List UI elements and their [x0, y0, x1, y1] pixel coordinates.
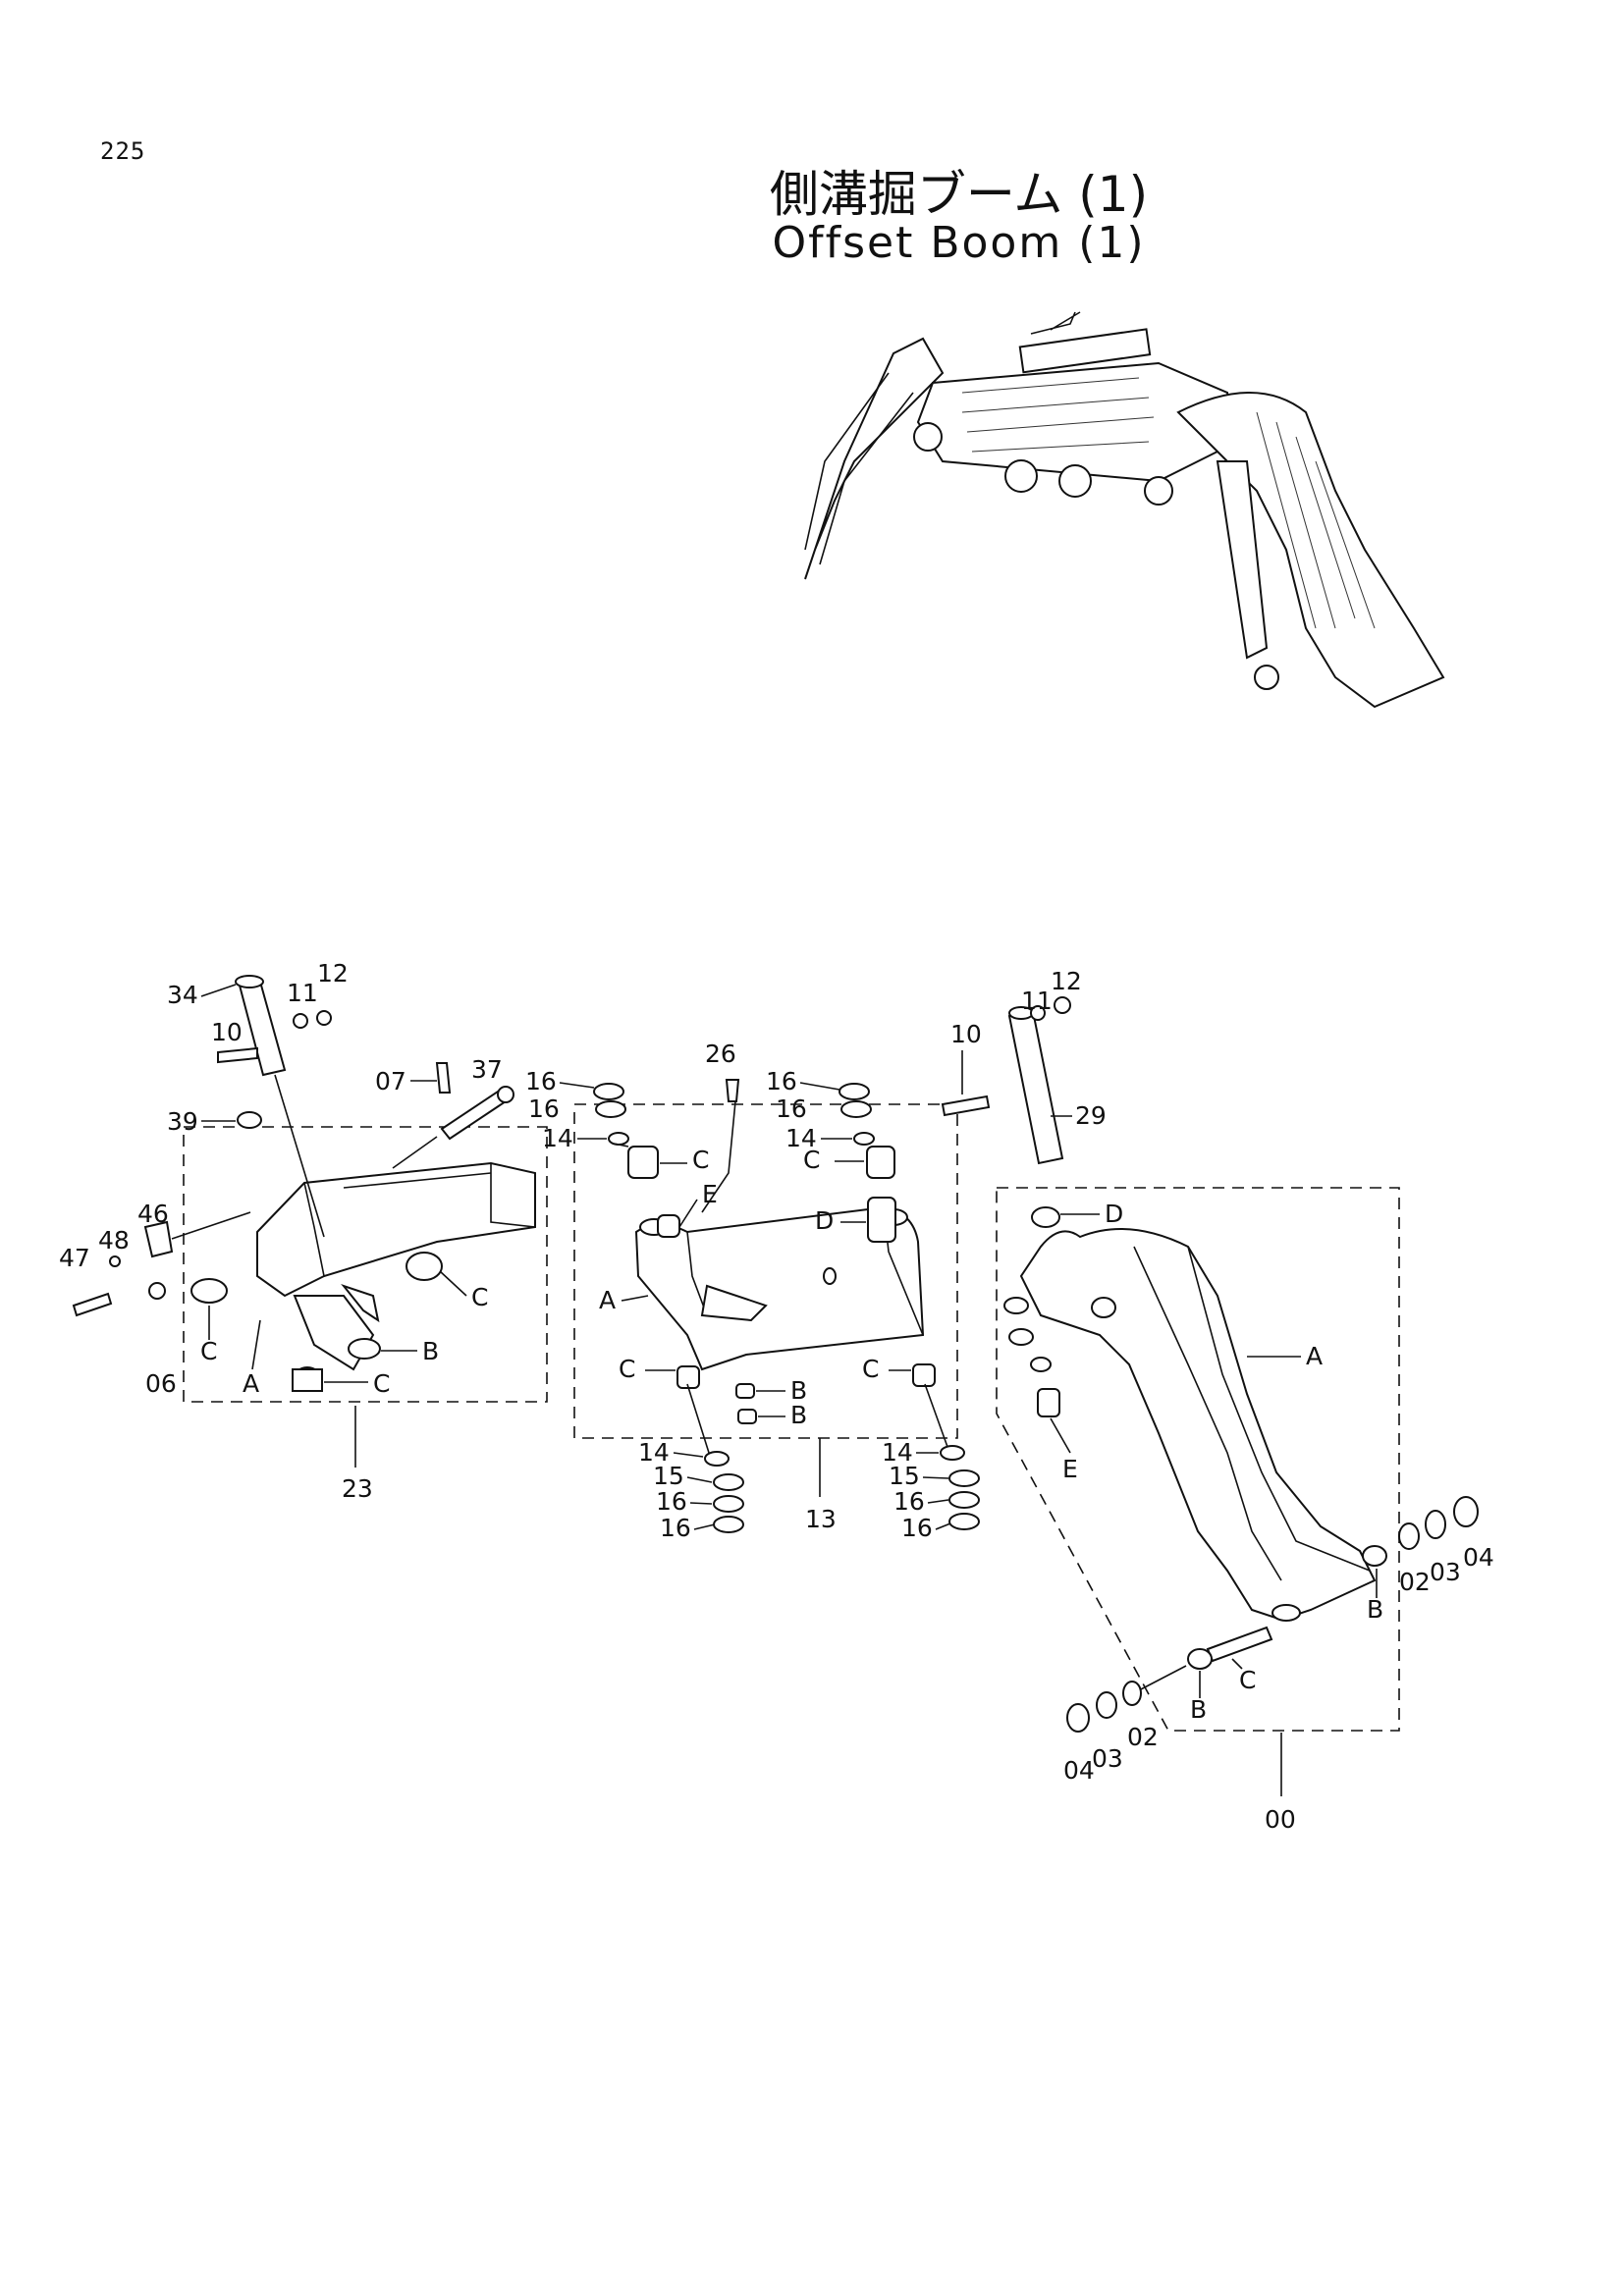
callout-39: 39 — [167, 1107, 198, 1136]
callout-06: 06 — [145, 1369, 177, 1398]
label-c-bottom: C — [373, 1369, 390, 1398]
callout-14-b: 14 — [785, 1124, 817, 1152]
label-b-lower: B — [1190, 1695, 1207, 1724]
label-d: D — [1105, 1200, 1123, 1228]
label-b-2: B — [790, 1401, 807, 1429]
callout-14-d: 14 — [882, 1438, 913, 1467]
label-c-top-right: C — [803, 1146, 820, 1174]
callouts-23: 34 11 12 10 37 07 39 46 48 47 06 C C C A… — [59, 959, 503, 1503]
page-number: 225 — [100, 137, 146, 165]
callout-34: 34 — [167, 981, 198, 1009]
callout-11: 11 — [1021, 987, 1053, 1015]
label-b: B — [422, 1337, 439, 1365]
callout-03-right: 03 — [1430, 1558, 1461, 1586]
callout-14-a: 14 — [542, 1124, 573, 1152]
callout-03-left: 03 — [1092, 1744, 1123, 1773]
callout-12: 12 — [1051, 967, 1082, 995]
label-e: E — [1062, 1455, 1078, 1483]
assembly-00 — [941, 996, 1479, 1733]
callout-16-c: 16 — [766, 1067, 797, 1095]
callout-14-c: 14 — [638, 1438, 670, 1467]
label-a: A — [599, 1286, 616, 1314]
group-23: 23 — [342, 1474, 373, 1503]
callout-26: 26 — [705, 1040, 736, 1068]
title-japanese: 側溝掘ブーム (1) — [769, 166, 1149, 223]
callout-29: 29 — [1075, 1101, 1107, 1130]
label-b-right: B — [1367, 1595, 1383, 1624]
label-c-bottom-right: C — [862, 1355, 879, 1383]
callout-16-e: 16 — [656, 1487, 687, 1516]
label-a: A — [1306, 1342, 1323, 1370]
callout-04-right: 04 — [1463, 1543, 1494, 1572]
callout-02-left: 02 — [1127, 1723, 1159, 1751]
callout-16-f: 16 — [660, 1514, 691, 1542]
callout-04-left: 04 — [1063, 1756, 1095, 1785]
callout-16-h: 16 — [901, 1514, 933, 1542]
callout-10: 10 — [211, 1018, 243, 1046]
label-c: C — [1239, 1666, 1256, 1694]
callout-07: 07 — [375, 1067, 406, 1095]
callout-02-right: 02 — [1399, 1568, 1431, 1596]
callout-16-a: 16 — [525, 1067, 557, 1095]
assembly-23 — [72, 975, 548, 1403]
label-e: E — [702, 1180, 718, 1208]
callout-16-b: 16 — [528, 1095, 560, 1123]
label-c-left: C — [200, 1337, 217, 1365]
label-a: A — [243, 1369, 259, 1398]
group-00: 00 — [1265, 1805, 1296, 1834]
callout-15-a: 15 — [653, 1462, 684, 1490]
callout-12: 12 — [317, 959, 349, 988]
callouts-00: 10 11 12 29 D A E B 02 03 04 B C 02 03 0… — [950, 967, 1494, 1834]
callout-16-d: 16 — [776, 1095, 807, 1123]
callout-47: 47 — [59, 1244, 90, 1272]
callout-37: 37 — [471, 1055, 503, 1084]
title-english: Offset Boom (1) — [772, 218, 1146, 268]
label-c-top-left: C — [692, 1146, 709, 1174]
callout-16-g: 16 — [893, 1487, 925, 1516]
label-b-1: B — [790, 1376, 807, 1405]
callout-11: 11 — [287, 979, 318, 1007]
assembly-13 — [573, 1079, 980, 1533]
group-13: 13 — [805, 1505, 837, 1533]
callout-10: 10 — [950, 1020, 982, 1048]
label-c-right: C — [471, 1283, 488, 1311]
label-c-bottom-left: C — [619, 1355, 635, 1383]
callouts-13: 26 16 16 14 16 16 14 C E C D A C B B C 1… — [525, 1040, 951, 1542]
callout-48: 48 — [98, 1226, 130, 1255]
callout-46: 46 — [137, 1200, 169, 1228]
overview-illustration — [804, 311, 1445, 709]
label-d: D — [815, 1206, 834, 1235]
callout-15-b: 15 — [889, 1462, 920, 1490]
